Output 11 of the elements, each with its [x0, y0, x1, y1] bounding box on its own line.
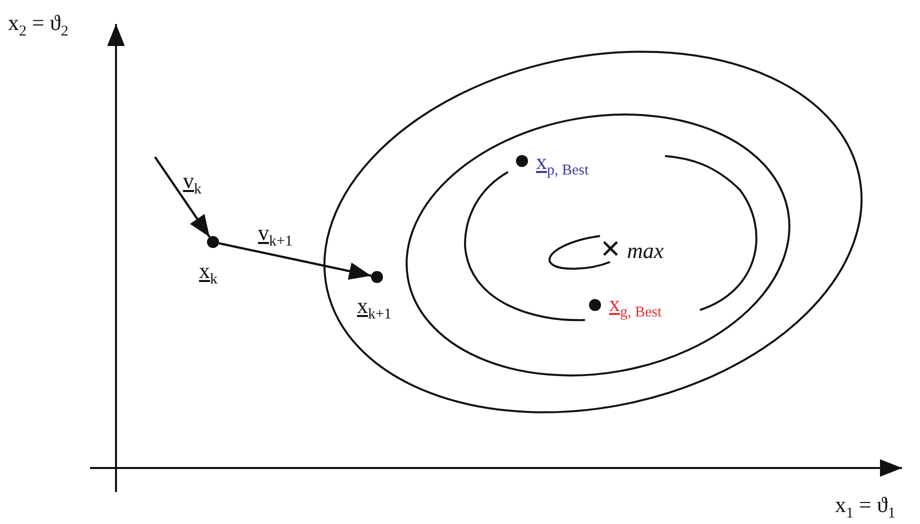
- point-label: x$_{g, Best}$: [609, 293, 662, 320]
- point-label: x$_{k}$: [199, 260, 218, 288]
- arrow: [154, 156, 211, 238]
- axis-label: x$_{1}$ = ϑ$_{1}$: [835, 494, 896, 522]
- arrow: [218, 242, 372, 280]
- point-label: max: [627, 240, 664, 262]
- point-label: x$_{k+1}$: [357, 295, 392, 322]
- edge-label: v$_{k}$: [183, 170, 202, 198]
- point-label: x$_{p, Best}$: [536, 151, 589, 178]
- edge-label: v$_{k+1}$: [258, 222, 292, 250]
- axis-label: x$_{2}$ = ϑ$_{2}$: [8, 12, 68, 40]
